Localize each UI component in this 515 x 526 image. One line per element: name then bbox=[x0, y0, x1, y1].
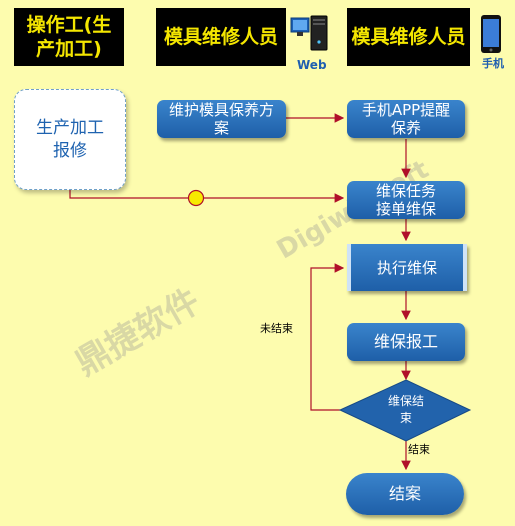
node-report: 生产加工报修 bbox=[14, 89, 126, 190]
node-app-remind: 手机APP提醒保养 bbox=[347, 100, 465, 138]
node-decision-label: 维保结束 bbox=[387, 394, 424, 425]
edge-report-to-task bbox=[69, 190, 345, 203]
node-report-label: 生产加工报修 bbox=[36, 117, 104, 161]
node-execute-label: 执行维保 bbox=[376, 258, 437, 277]
web-label: Web bbox=[297, 58, 327, 72]
edge-label-finished: 结束 bbox=[408, 443, 430, 456]
header-maintenance-mobile: 模具维修人员 bbox=[347, 8, 470, 66]
node-plan: 维护模具保养方案 bbox=[157, 100, 286, 138]
decision-diamond bbox=[338, 379, 472, 442]
node-app-remind-label: 手机APP提醒保养 bbox=[361, 101, 451, 137]
header-operator-label: 操作工(生产加工) bbox=[26, 14, 112, 60]
junction-point bbox=[187, 189, 205, 207]
node-decision: 维保结束 bbox=[374, 393, 438, 429]
edge-decision-loop bbox=[310, 263, 345, 411]
node-execute: 执行维保 bbox=[347, 244, 467, 291]
node-end: 结案 bbox=[346, 473, 464, 515]
node-task: 维保任务接单维保 bbox=[347, 181, 465, 219]
node-work-report: 维保报工 bbox=[347, 323, 465, 361]
mobile-label: 手机 bbox=[482, 57, 504, 70]
header-maintenance-web-label: 模具维修人员 bbox=[163, 26, 278, 48]
phone-icon bbox=[480, 14, 502, 54]
edge-label-not-finished: 未结束 bbox=[260, 322, 293, 335]
header-operator: 操作工(生产加工) bbox=[14, 8, 124, 66]
node-plan-label: 维护模具保养方案 bbox=[168, 101, 274, 137]
header-maintenance-mobile-label: 模具维修人员 bbox=[351, 26, 466, 48]
node-task-label: 维保任务接单维保 bbox=[375, 182, 436, 218]
node-work-report-label: 维保报工 bbox=[373, 332, 438, 351]
node-end-label: 结案 bbox=[388, 484, 421, 503]
computer-icon bbox=[289, 14, 335, 58]
header-maintenance-web: 模具维修人员 bbox=[156, 8, 286, 66]
